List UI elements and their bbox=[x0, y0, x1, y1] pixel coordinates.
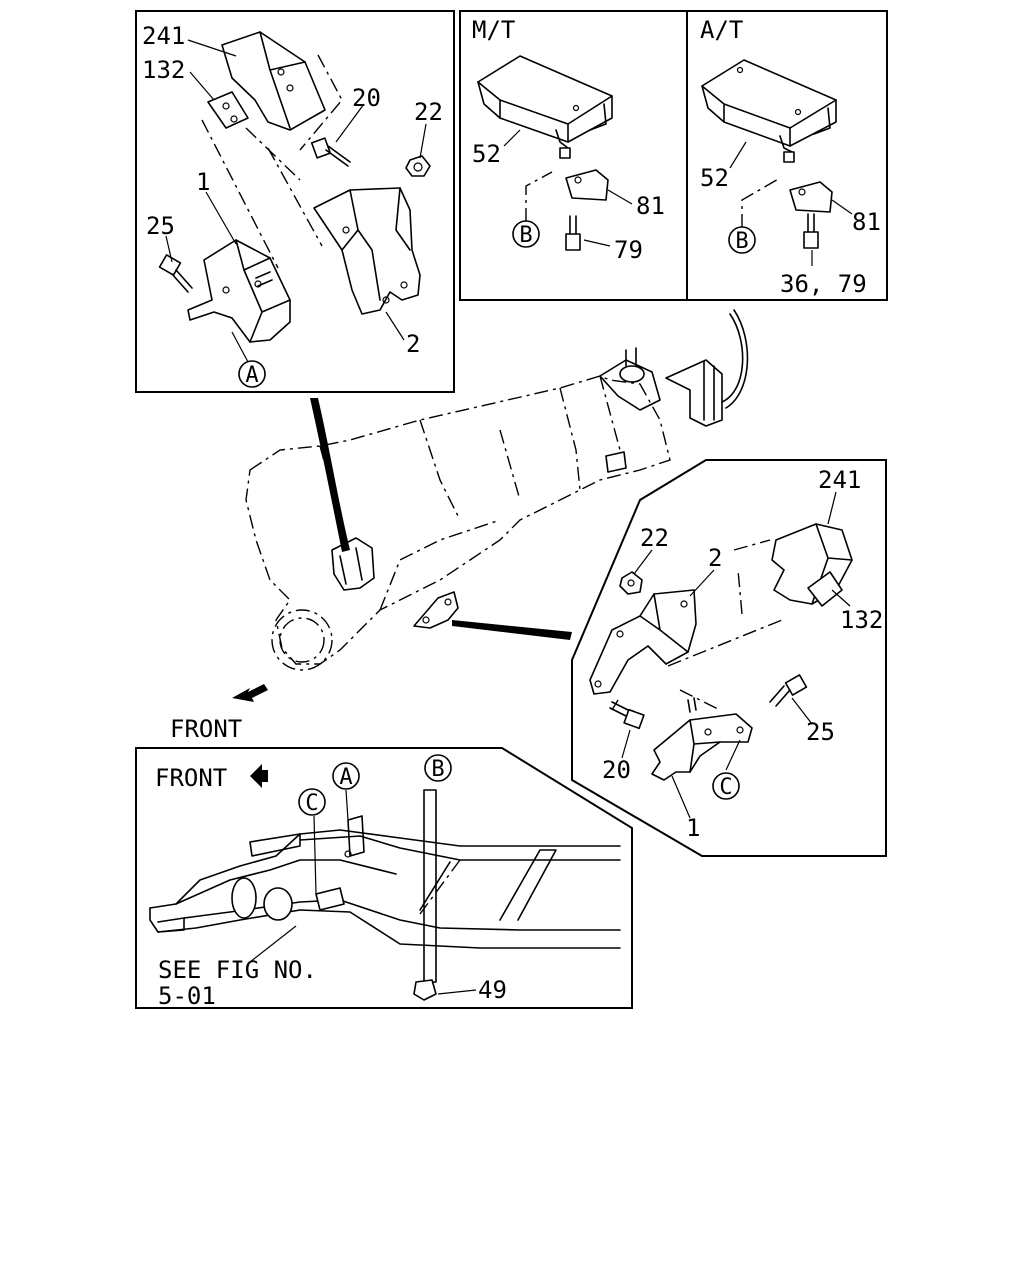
mt-label-81: 81 bbox=[636, 192, 665, 220]
svg-text:B: B bbox=[431, 757, 444, 782]
top-left-detail-panel: 241 132 20 22 1 25 2 A bbox=[135, 10, 455, 393]
svg-text:C: C bbox=[305, 791, 318, 816]
svg-text:C: C bbox=[719, 775, 732, 800]
right-part-25-bolt bbox=[769, 674, 808, 707]
right-part-132-pad bbox=[807, 571, 843, 607]
right-label-20: 20 bbox=[602, 756, 631, 784]
at-part-81-bracket bbox=[789, 181, 833, 213]
right-label-1: 1 bbox=[686, 814, 700, 842]
at-label-3679: 36, 79 bbox=[780, 270, 867, 298]
see-fig-number: 5-01 bbox=[158, 982, 216, 1010]
callout-c-frame: C bbox=[298, 788, 326, 816]
callout-b-mt: B bbox=[512, 220, 540, 248]
part-132-pad bbox=[207, 91, 249, 129]
front-label-main: FRONT bbox=[170, 715, 242, 743]
part-2-bracket bbox=[313, 187, 421, 315]
mt-part-79-bolt bbox=[565, 215, 581, 251]
callout-a-frame: A bbox=[332, 762, 360, 790]
frame-location-panel: FRONT 49 SEE FIG NO. 5-01 bbox=[135, 747, 633, 1010]
svg-text:B: B bbox=[735, 229, 748, 254]
label-22: 22 bbox=[414, 98, 443, 126]
engine-mount-block bbox=[331, 537, 375, 591]
label-2: 2 bbox=[406, 330, 420, 358]
part-25-bolt bbox=[158, 254, 193, 293]
right-part-20-bolt bbox=[609, 701, 645, 730]
callout-c-right: C bbox=[712, 772, 740, 800]
callout-a-top: A bbox=[238, 360, 266, 388]
mt-label-52: 52 bbox=[472, 140, 501, 168]
right-label-25: 25 bbox=[806, 718, 835, 746]
label-20: 20 bbox=[352, 84, 381, 112]
label-132: 132 bbox=[142, 56, 185, 84]
label-241: 241 bbox=[142, 22, 185, 50]
right-label-2: 2 bbox=[708, 544, 722, 572]
at-part-52-controller bbox=[701, 59, 837, 147]
mt-label-79: 79 bbox=[614, 236, 643, 264]
see-fig-text: SEE FIG NO. bbox=[158, 956, 317, 984]
callout-b-at: B bbox=[728, 226, 756, 254]
right-label-241: 241 bbox=[818, 466, 861, 494]
part-22-nut bbox=[405, 155, 431, 177]
right-label-132: 132 bbox=[840, 606, 883, 634]
label-at: A/T bbox=[700, 16, 743, 44]
at-label-52: 52 bbox=[700, 164, 729, 192]
engine-transmission-assembly: FRONT bbox=[170, 309, 749, 743]
transmission-variant-panel: M/T A/T 52 81 79 B bbox=[459, 10, 888, 301]
front-arrow-main bbox=[232, 684, 268, 702]
mt-part-81-bracket bbox=[565, 169, 609, 201]
front-arrow-frame bbox=[250, 764, 268, 788]
svg-text:A: A bbox=[245, 363, 258, 388]
frame-label-49: 49 bbox=[478, 976, 507, 1004]
right-label-22: 22 bbox=[640, 524, 669, 552]
at-label-81: 81 bbox=[852, 208, 881, 236]
part-20-bolt bbox=[310, 137, 351, 167]
right-part-22-nut bbox=[619, 571, 643, 595]
right-detail-panel: 241 22 2 132 25 20 1 C bbox=[571, 459, 887, 857]
part-1-mount bbox=[187, 239, 291, 343]
at-part-3679-bolt bbox=[803, 213, 819, 249]
right-part-1-mount bbox=[651, 713, 753, 781]
label-1: 1 bbox=[196, 168, 210, 196]
label-25: 25 bbox=[146, 212, 175, 240]
right-part-2-bracket bbox=[589, 589, 697, 695]
callout-b-frame: B bbox=[424, 754, 452, 782]
svg-text:A: A bbox=[339, 765, 352, 790]
label-mt: M/T bbox=[472, 16, 515, 44]
front-label-frame: FRONT bbox=[155, 764, 227, 792]
svg-text:B: B bbox=[519, 223, 532, 248]
